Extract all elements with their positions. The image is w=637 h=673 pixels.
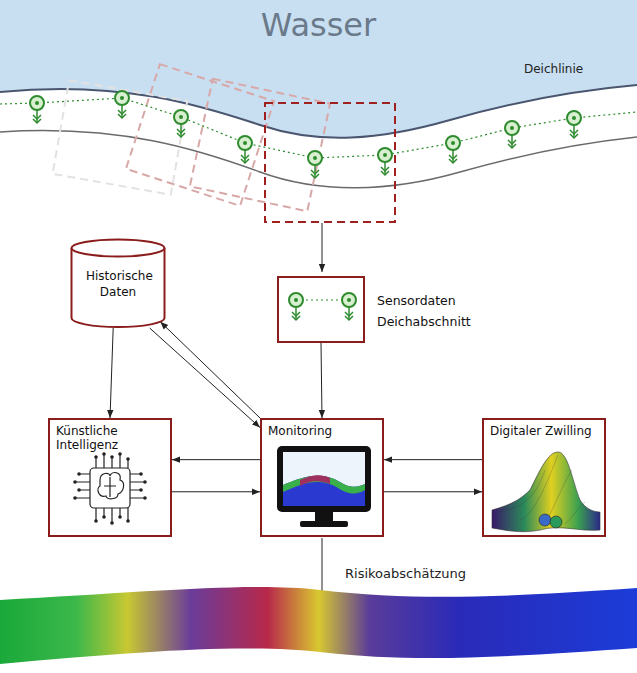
process-box: Monitoring <box>260 418 384 537</box>
arrow-connector <box>384 459 482 460</box>
database-cylinder: Historische Daten <box>70 238 166 328</box>
node-title: Sensordaten Deichabschnitt <box>377 290 477 332</box>
arrow-label: Risikoabschätzung <box>345 566 545 581</box>
node-title: Künstliche Intelligenz <box>56 424 166 452</box>
water-label: Wasser <box>0 6 637 44</box>
arrow-connector <box>172 491 260 492</box>
arrow-connector <box>150 328 260 428</box>
node-title: Monitoring <box>268 424 378 438</box>
arrow-connector <box>321 343 322 418</box>
process-box: Künstliche Intelligenz <box>48 418 172 537</box>
process-box: Digitaler Zwilling <box>482 418 606 537</box>
node-title: Digitaler Zwilling <box>490 424 600 438</box>
sensor-box: Sensordaten Deichabschnitt <box>277 276 365 343</box>
arrow-connector <box>172 459 260 460</box>
arrow-connector <box>110 328 113 418</box>
node-title: Historische Daten <box>80 268 156 300</box>
arrow-connector <box>160 322 260 418</box>
arrow-connector <box>384 491 482 492</box>
dike-label: Deichlinie <box>524 62 634 76</box>
